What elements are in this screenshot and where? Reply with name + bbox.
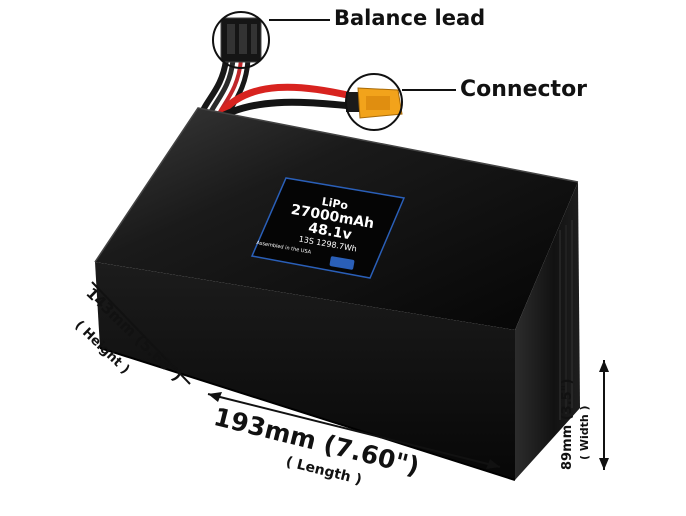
width-note: ( Width ): [578, 405, 591, 460]
connector-callout: Connector: [460, 77, 588, 102]
xt-connector: [346, 87, 403, 119]
width-dimension: 89mm (3.5"): [560, 378, 575, 470]
connector-ring: [345, 73, 403, 131]
battery-pack: [94, 107, 580, 481]
battery-label: [250, 177, 406, 279]
balance-lead-plug: [220, 17, 262, 63]
main-wires: [213, 83, 353, 124]
length-arrow: [207, 392, 501, 469]
balance-lead-callout: Balance lead: [334, 6, 486, 30]
balance-lead-ring: [212, 11, 270, 69]
width-arrow: [599, 360, 609, 470]
height-arrow: [91, 281, 191, 385]
